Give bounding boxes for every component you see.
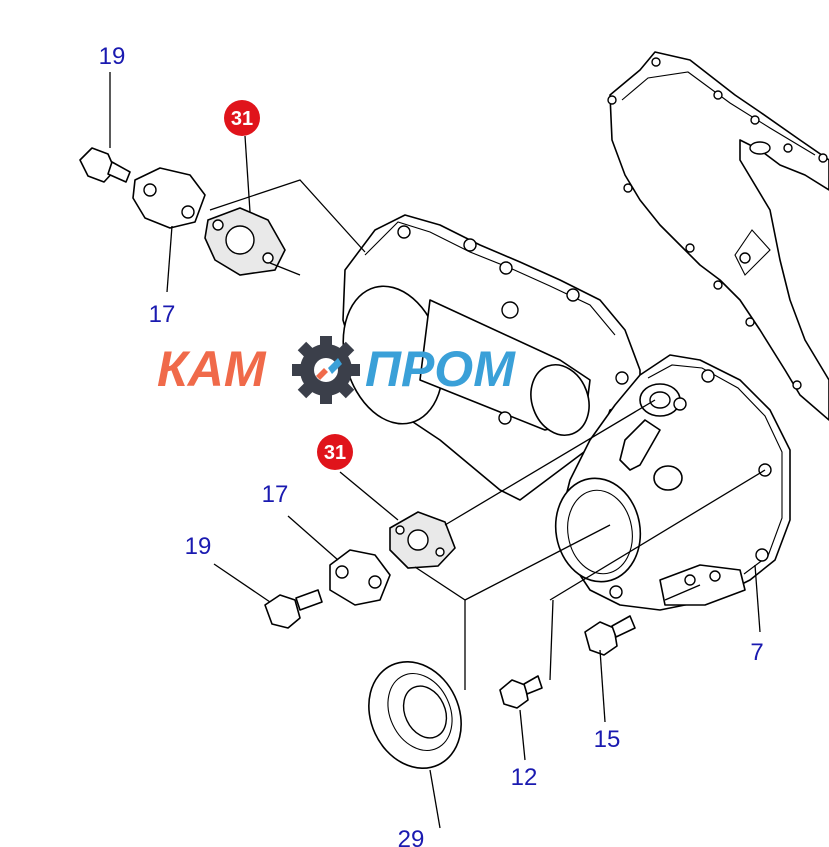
label-plate-top: 17 xyxy=(149,301,176,328)
label-bolt-small: 12 xyxy=(511,764,538,791)
label-seal: 29 xyxy=(398,826,425,847)
gear-icon xyxy=(292,336,360,404)
gasket-mid xyxy=(389,511,456,569)
front-cover xyxy=(554,354,791,611)
badge-top-label: 31 xyxy=(231,108,253,130)
label-plate-mid: 17 xyxy=(262,481,289,508)
watermark-right: ПРОМ xyxy=(365,341,516,397)
label-bolt-mid: 19 xyxy=(185,533,212,560)
watermark-left: КАМ xyxy=(157,341,267,397)
watermark-logo: КАМ ПРОМ xyxy=(157,336,516,404)
leader-lines xyxy=(109,72,766,829)
timing-cover-gasket xyxy=(607,51,829,421)
bolt-right xyxy=(584,615,636,656)
label-bolt-top: 19 xyxy=(99,43,126,70)
gasket-top xyxy=(204,207,286,276)
cover-plate-mid xyxy=(329,549,391,606)
badge-top: 31 xyxy=(224,100,260,136)
badge-mid-label: 31 xyxy=(324,442,346,464)
badge-mid: 31 xyxy=(317,434,353,470)
bolt-mid xyxy=(264,589,323,629)
label-bolt-right: 15 xyxy=(594,726,621,753)
label-cover: 7 xyxy=(750,639,763,666)
bolt-top xyxy=(79,147,131,183)
oil-seal xyxy=(368,660,462,770)
cover-plate-top xyxy=(132,167,206,229)
bolt-small xyxy=(499,675,543,709)
